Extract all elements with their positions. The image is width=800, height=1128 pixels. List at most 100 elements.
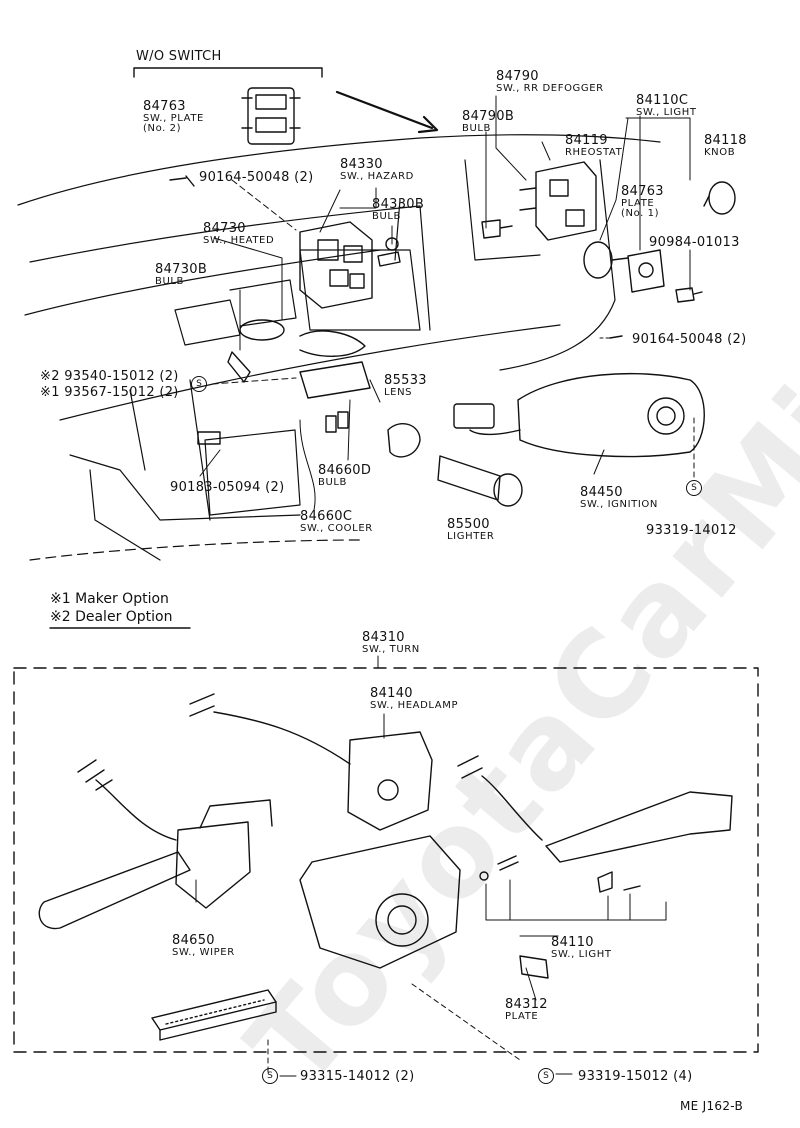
part-84330: 84330 SW., HAZARD <box>340 158 414 182</box>
s-symbol-icon: S <box>191 376 207 392</box>
part-number: 84730B <box>155 262 208 277</box>
part-84650: 84650 SW., WIPER <box>172 934 235 958</box>
s-symbol-icon: S <box>538 1068 554 1084</box>
dashboard-outline <box>17 134 661 561</box>
part-name: BULB <box>155 275 185 287</box>
part-number: 84763 <box>143 99 186 114</box>
bulb-84730b-drawing <box>227 351 251 383</box>
part-84660d: 84660D BULB <box>318 464 371 488</box>
part-name: BULB <box>318 476 348 488</box>
part-name: BULB <box>372 210 402 222</box>
part-number: 84330 <box>340 157 383 172</box>
leader-lines-upper <box>199 95 695 511</box>
plate-no1-drawing <box>627 249 665 293</box>
part-number: 84790B <box>462 109 515 124</box>
part-number: 85533 <box>384 373 427 388</box>
lighter-drawing <box>437 455 523 507</box>
part-number: 84330B <box>372 197 425 212</box>
part-name: SW., COOLER <box>300 522 373 534</box>
part-name: SW., HEADLAMP <box>370 699 459 711</box>
figure-code: ME J162-B <box>680 1099 744 1113</box>
part-93540-15012: ※2 93540-15012 (2) <box>40 369 179 384</box>
part-name: SW., PLATE <box>143 112 204 124</box>
part-84118: 84118 KNOB <box>704 134 747 158</box>
part-84330b: 84330B BULB <box>372 198 424 222</box>
part-84763-plate-no1: 84763 PLATE (No. 1) <box>621 185 664 220</box>
turn-combination-drawing <box>299 835 461 969</box>
part-84790b: 84790B BULB <box>462 110 514 134</box>
screw-90164a-drawing <box>169 175 195 187</box>
part-number: 85500 <box>447 517 490 532</box>
screw-90164b-drawing <box>609 335 623 339</box>
wo-switch-label: W/O SWITCH <box>136 49 222 64</box>
part-93567-15012: ※1 93567-15012 (2) <box>40 385 179 400</box>
part-90164-50048-right: 90164-50048 (2) <box>632 332 747 347</box>
light-switch-lever-drawing <box>457 755 733 893</box>
part-number: 84790 <box>496 69 539 84</box>
part-84119: 84119 RHEOSTAT <box>565 134 622 158</box>
wiper-switch-drawing <box>38 759 273 930</box>
knob-drawing <box>703 181 736 215</box>
part-number: 84730 <box>203 221 246 236</box>
part-84312: 84312 PLATE <box>505 998 548 1022</box>
bulb-84790b-drawing <box>481 219 513 239</box>
part-name: KNOB <box>704 146 736 158</box>
part-84763-plate-no2: 84763 SW., PLATE (No. 2) <box>143 100 204 135</box>
light-switch-84110c-drawing <box>583 241 629 279</box>
part-name: SW., HAZARD <box>340 170 414 182</box>
part-number: 84110 <box>551 935 594 950</box>
part-name: SW., RR DEFOGGER <box>496 82 604 94</box>
heated-switch-drawing <box>239 319 366 357</box>
turn-switch-frame <box>13 667 759 1053</box>
part-number: 84312 <box>505 997 548 1012</box>
note-dealer-option: ※2 Dealer Option <box>50 609 173 625</box>
part-name: PLATE <box>621 197 655 209</box>
part-84310: 84310 SW., TURN <box>362 631 420 655</box>
plate-84312-drawing <box>519 955 549 979</box>
part-note: (No. 2) <box>143 123 182 135</box>
part-name: BULB <box>462 122 492 134</box>
part-number: 84650 <box>172 933 215 948</box>
part-name: SW., HEATED <box>203 234 275 246</box>
part-84110: 84110 SW., LIGHT <box>551 936 612 960</box>
part-number: 84118 <box>704 133 747 148</box>
wo-switch-bracket <box>133 67 439 134</box>
part-84790: 84790 SW., RR DEFOGGER <box>496 70 604 94</box>
headlamp-switch-drawing <box>189 693 433 831</box>
s-symbol-icon: S <box>262 1068 278 1084</box>
part-number: 84310 <box>362 630 405 645</box>
hazard-switch-drawing <box>299 221 373 309</box>
part-name: SW., LIGHT <box>551 948 612 960</box>
cooler-switch-drawing <box>299 361 371 433</box>
defogger-switch-drawing <box>519 161 597 241</box>
screw-90183-drawing <box>197 431 221 445</box>
leader-lines-lower <box>195 713 667 1077</box>
part-name: LIGHTER <box>447 530 495 542</box>
part-name: SW., WIPER <box>172 946 235 958</box>
part-93319-15012: 93319-15012 (4) <box>578 1069 693 1084</box>
part-number: 84119 <box>565 133 608 148</box>
part-number: 84140 <box>370 686 413 701</box>
part-85500: 85500 LIGHTER <box>447 518 494 542</box>
part-name: SW., LIGHT <box>636 106 697 118</box>
part-90984-01013: 90984-01013 <box>649 235 740 250</box>
part-number: 84660D <box>318 463 372 478</box>
part-85533: 85533 LENS <box>384 374 427 398</box>
part-93315-14012: 93315-14012 (2) <box>300 1069 415 1084</box>
part-number: 84763 <box>621 184 664 199</box>
part-84110c: 84110C SW., LIGHT <box>636 94 697 118</box>
part-84140: 84140 SW., HEADLAMP <box>370 687 458 711</box>
screw-90984-drawing <box>675 287 703 303</box>
part-name: SW., IGNITION <box>580 498 658 510</box>
part-note: (No. 1) <box>621 208 660 220</box>
part-84730: 84730 SW., HEATED <box>203 222 274 246</box>
part-number: 84660C <box>300 509 353 524</box>
ignition-switch-drawing <box>453 372 705 458</box>
lens-drawing <box>387 422 421 458</box>
part-90183-05094: 90183-05094 (2) <box>170 480 285 495</box>
part-90164-50048-upper: 90164-50048 (2) <box>199 170 314 185</box>
part-name: LENS <box>384 386 413 398</box>
note-maker-option: ※1 Maker Option <box>50 591 169 607</box>
